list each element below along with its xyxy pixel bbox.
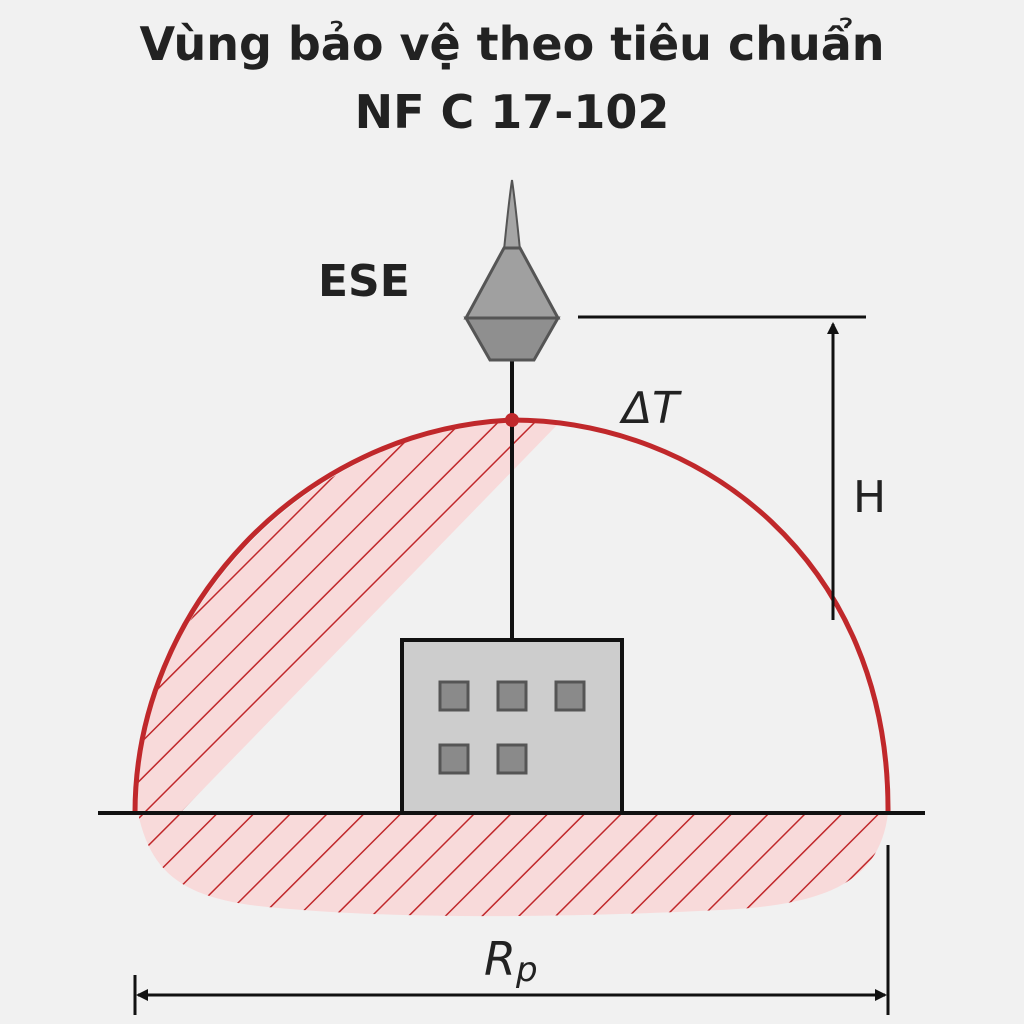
- building-window: [438, 680, 470, 712]
- diagram-title-line1: Vùng bảo vệ theo tiêu chuẩn: [139, 17, 885, 71]
- ese-lightning-rod-icon: [463, 179, 561, 362]
- hatched-zone-upper: [135, 420, 558, 813]
- building-window: [496, 680, 528, 712]
- zone-apex-dot: [505, 413, 519, 427]
- ese-label: ESE: [318, 256, 410, 307]
- delta-t-label: ΔT: [619, 383, 682, 434]
- building-window: [554, 680, 586, 712]
- building-icon: [400, 638, 624, 815]
- diagram-title-line2: NF C 17-102: [354, 85, 670, 139]
- building-window: [496, 743, 528, 775]
- radius-label: Rp: [484, 932, 538, 990]
- radius-label-main: R: [484, 932, 516, 986]
- radius-label-sub: p: [515, 950, 538, 990]
- height-label: H: [853, 472, 886, 523]
- delta-t-letter: T: [652, 383, 682, 434]
- hatched-zone-ground: [138, 813, 888, 917]
- delta-symbol: Δ: [619, 383, 652, 434]
- building-window: [438, 743, 470, 775]
